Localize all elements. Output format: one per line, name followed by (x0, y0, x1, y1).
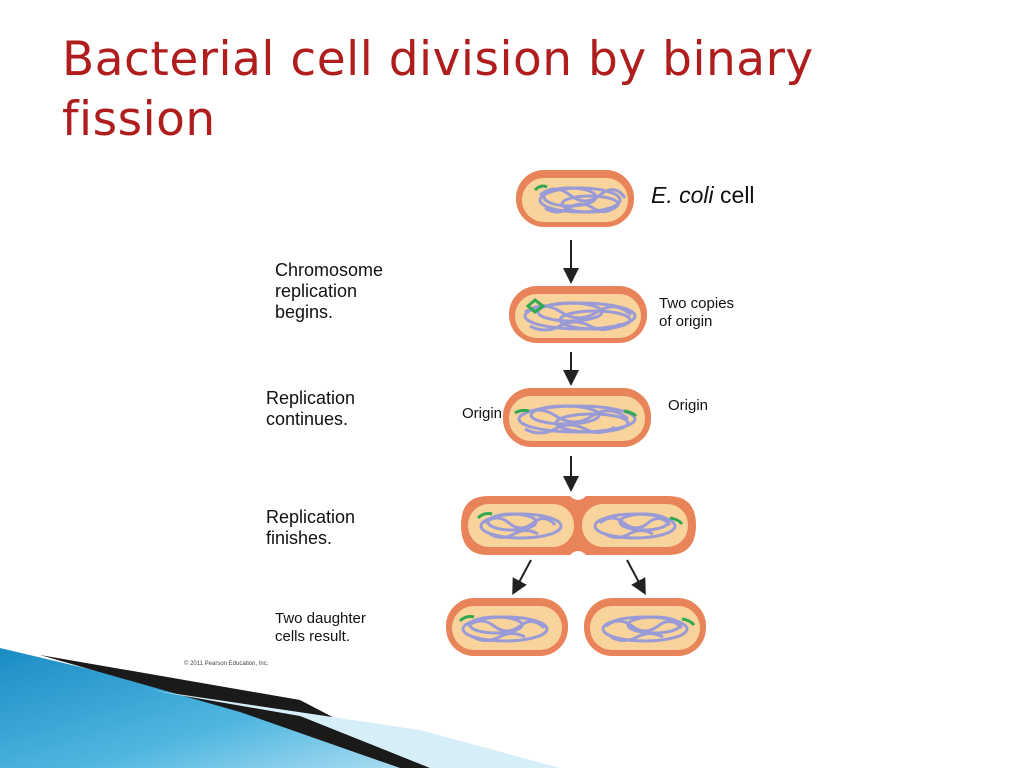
ecoli-cell (516, 170, 634, 227)
arrow-4-right (626, 559, 646, 596)
origin-copies-marker (525, 298, 546, 314)
label-replication-continues: Replication continues. (266, 388, 356, 429)
ecoli-cell-word: cell (720, 182, 755, 208)
daughter-cell-left (446, 598, 568, 656)
label-chromosome-replication: Chromosome replication begins. (275, 260, 384, 322)
ecoli-italic: E. coli (651, 182, 714, 208)
copyright-notice: © 2011 Pearson Education, Inc. (184, 661, 269, 667)
cell-replication-begins (509, 286, 647, 343)
slide-title: Bacterial cell division by binary fissio… (62, 32, 814, 147)
origin-right-marker (623, 409, 638, 418)
label-two-copies: Two copies of origin (659, 295, 735, 330)
label-replication-finishes: Replication finishes. (266, 507, 356, 548)
label-origin-left: Origin (462, 405, 503, 422)
cell-replication-continues (503, 388, 651, 447)
ecoli-label: E. coli cell (651, 182, 755, 209)
cell-replication-finishes (461, 496, 696, 555)
label-daughter-cells: Two daughter cells result. (275, 610, 366, 645)
arrow-4-left (512, 559, 532, 596)
daughter-cell-right (584, 598, 706, 656)
label-origin-right: Origin (668, 397, 709, 414)
origin-marker (533, 184, 548, 192)
origin-left-marker (514, 408, 530, 415)
